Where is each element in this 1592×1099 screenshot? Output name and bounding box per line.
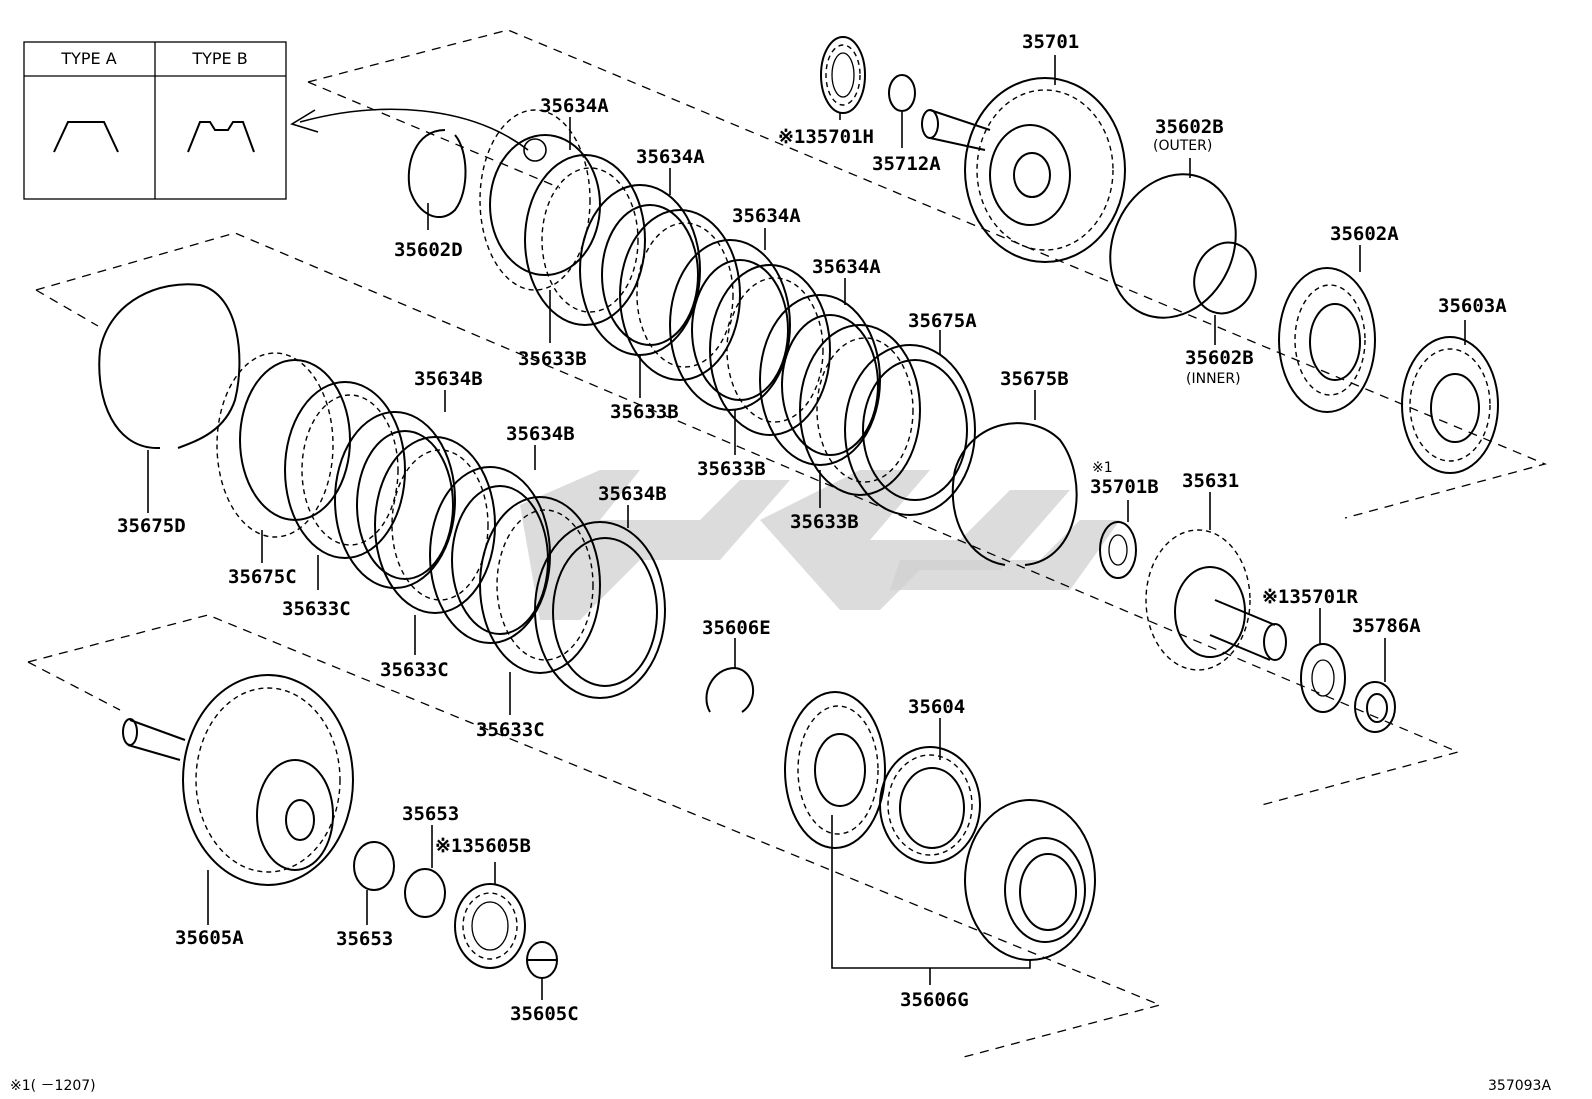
type-a-label: TYPE A	[60, 49, 116, 68]
part-35605c-needle-bearing	[526, 941, 558, 979]
label-35602b-inner: 35602B	[1185, 347, 1254, 369]
callout-arrow	[290, 108, 547, 162]
label-35634a-4: 35634A	[812, 256, 881, 278]
part-35786a-bushing	[1354, 681, 1396, 733]
label-35634a-1: 35634A	[540, 95, 609, 117]
part-35602b-inner-ring	[1193, 241, 1257, 315]
part-35653-ring-2	[404, 868, 446, 918]
part-35602b-outer-ring	[1109, 173, 1237, 319]
footnote: ※1( －1207)	[10, 1078, 96, 1094]
label-35701: 35701	[1022, 31, 1079, 53]
label-35633c-3: 35633C	[476, 719, 545, 741]
label-35712a: 35712A	[872, 153, 941, 175]
label-35634b-3: 35634B	[598, 483, 667, 505]
label-35701b: 35701B	[1090, 476, 1159, 498]
part-35631-shaft	[1145, 529, 1287, 671]
leader-lines	[147, 55, 1466, 1000]
type-b-label: TYPE B	[191, 49, 247, 68]
part-35701r-bearing	[1300, 643, 1346, 713]
part-35701-drum	[921, 77, 1126, 263]
part-35606e-snap-ring	[705, 666, 755, 713]
label-35633c-2: 35633C	[380, 659, 449, 681]
middle-clutch-pack	[216, 352, 666, 699]
label-35634b-1: 35634B	[414, 368, 483, 390]
label-inner: (INNER)	[1186, 371, 1241, 387]
label-35633b-4: 35633B	[790, 511, 859, 533]
part-35675b-snap-ring	[951, 422, 1078, 566]
label-35675b: 35675B	[1000, 368, 1069, 390]
part-35675d-snap-ring	[98, 283, 241, 450]
part-35604-planetary	[879, 746, 981, 864]
label-35653-2: 35653	[402, 803, 459, 825]
diagram-id: 357093A	[1488, 1078, 1551, 1094]
label-35631: 35631	[1182, 470, 1239, 492]
label-outer: (OUTER)	[1153, 138, 1212, 154]
label-35633b-3: 35633B	[697, 458, 766, 480]
label-35675a: 35675A	[908, 310, 977, 332]
label-35675c: 35675C	[228, 566, 297, 588]
label-35634b-2: 35634B	[506, 423, 575, 445]
part-labels: 35701 ※135701H 35712A 35602B (OUTER) 356…	[117, 31, 1507, 1025]
label-35605b: ※135605B	[435, 835, 531, 857]
type-legend: TYPE A TYPE B	[23, 41, 287, 200]
label-35675d: 35675D	[117, 515, 186, 537]
label-35633b-2: 35633B	[610, 401, 679, 423]
label-35606g: 35606G	[900, 989, 969, 1011]
label-35605a: 35605A	[175, 927, 244, 949]
type-a-profile	[53, 121, 119, 153]
part-35602a-piston	[1278, 267, 1376, 413]
label-35786a: 35786A	[1352, 615, 1421, 637]
type-b-profile	[187, 121, 255, 153]
label-35634a-2: 35634A	[636, 146, 705, 168]
part-35602d-snap-ring	[407, 129, 467, 219]
part-35606g-gear-assembly	[784, 691, 1096, 961]
label-35602d: 35602D	[394, 239, 463, 261]
part-35653-ring-1	[353, 841, 395, 891]
part-35605b-bearing	[454, 883, 526, 969]
label-35633c-1: 35633C	[282, 598, 351, 620]
label-35606e: 35606E	[702, 617, 771, 639]
label-mark1: ※1	[1092, 460, 1113, 476]
label-35604: 35604	[908, 696, 965, 718]
part-35701b-bearing	[1099, 521, 1137, 579]
part-35605a-drum	[122, 674, 354, 886]
label-35605c: 35605C	[510, 1003, 579, 1025]
label-35602a: 35602A	[1330, 223, 1399, 245]
label-35602b-outer: 35602B	[1155, 116, 1224, 138]
label-35633b-1: 35633B	[518, 348, 587, 370]
label-35701h: ※135701H	[778, 126, 874, 148]
label-35603a: 35603A	[1438, 295, 1507, 317]
label-35701r: ※135701R	[1262, 586, 1359, 608]
label-35634a-3: 35634A	[732, 205, 801, 227]
watermark-logo	[520, 470, 1120, 620]
label-35653-1: 35653	[336, 928, 393, 950]
part-35701h-bearing	[820, 36, 866, 114]
part-35712a-ring	[888, 74, 916, 112]
part-35603a-spring-retainer	[1401, 336, 1499, 474]
